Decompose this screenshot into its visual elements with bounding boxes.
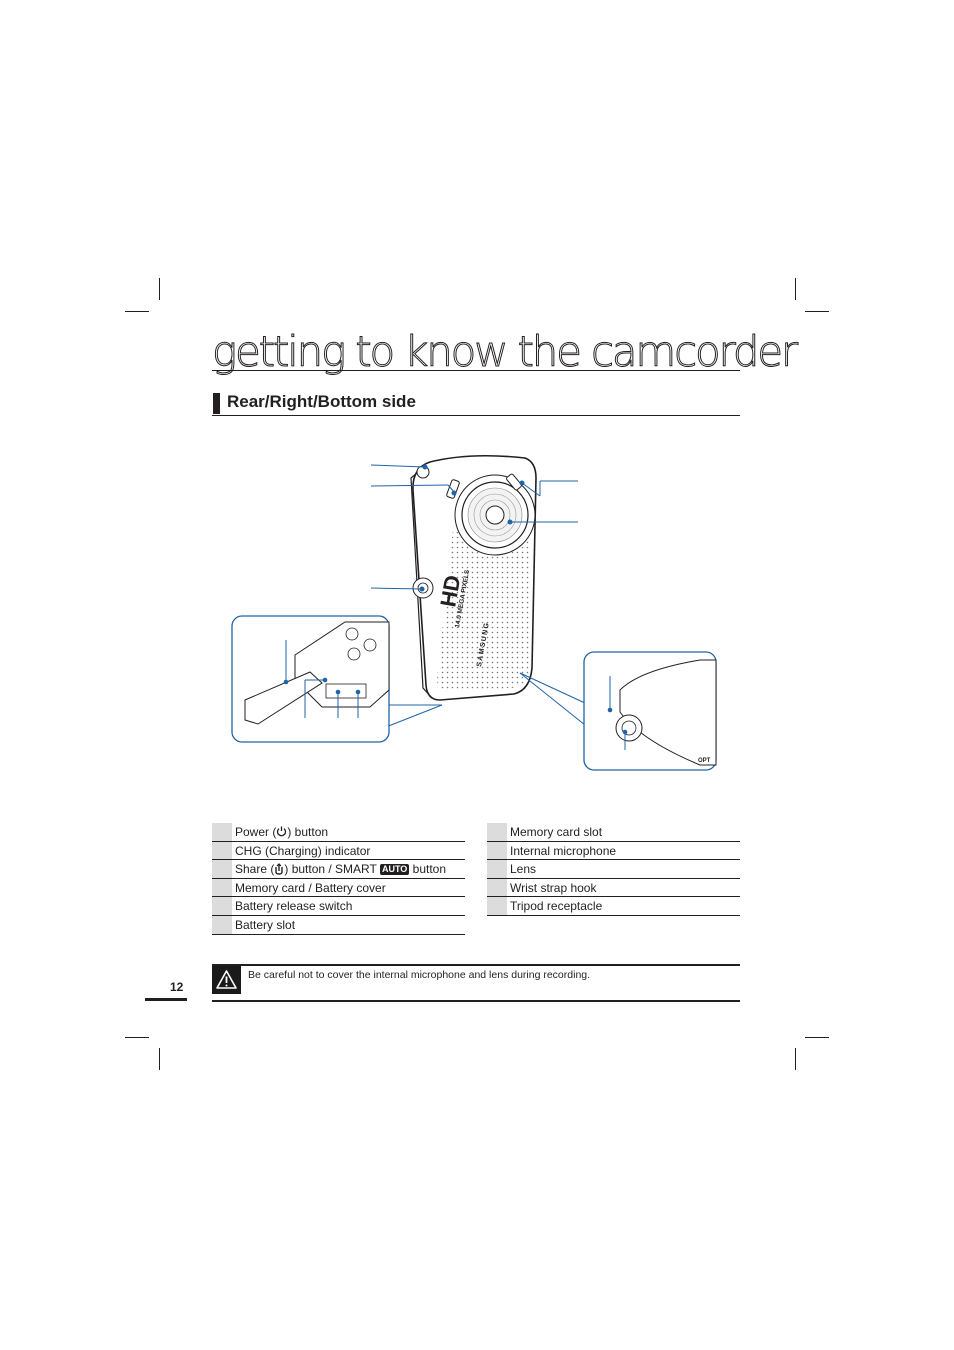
item-label: button bbox=[409, 862, 447, 877]
item-label: Memory card slot bbox=[510, 825, 603, 839]
item-label: Battery slot bbox=[235, 917, 296, 932]
bottom-inset: OPT bbox=[583, 651, 717, 771]
section-rule bbox=[212, 415, 740, 416]
item-label: CHG (Charging) indicator bbox=[235, 843, 371, 858]
item-number-box bbox=[487, 860, 507, 878]
hd-logo: HD bbox=[435, 573, 465, 609]
auto-badge: AUTO bbox=[379, 864, 410, 876]
item-number-box bbox=[487, 897, 507, 915]
list-item: Memory card / Battery cover bbox=[212, 878, 465, 898]
share-icon bbox=[275, 863, 284, 875]
item-label: ) button bbox=[287, 825, 329, 839]
item-label: Share ( bbox=[235, 862, 275, 877]
list-item: Share ( ) button / SMART AUTO button bbox=[212, 860, 465, 879]
item-number-box bbox=[212, 897, 232, 915]
item-label: Memory card / Battery cover bbox=[235, 880, 386, 895]
list-item: Lens bbox=[487, 860, 740, 879]
svg-text:OPT: OPT bbox=[698, 758, 711, 764]
item-number-box bbox=[212, 878, 232, 897]
page-number: 12 bbox=[170, 980, 184, 994]
item-number-box bbox=[212, 860, 232, 878]
section-title: Rear/Right/Bottom side bbox=[227, 392, 416, 411]
callout-lines bbox=[370, 464, 586, 728]
list-item: Memory card slot bbox=[487, 823, 740, 842]
item-label: Lens bbox=[510, 862, 537, 877]
list-item: Battery release switch bbox=[212, 897, 465, 916]
item-number-box bbox=[212, 841, 232, 860]
note-rule-top bbox=[212, 964, 740, 966]
list-item: Wrist strap hook bbox=[487, 878, 740, 898]
list-item: Battery slot bbox=[212, 915, 465, 935]
power-icon bbox=[277, 826, 287, 837]
section-marker bbox=[213, 393, 220, 414]
item-number-box bbox=[487, 878, 507, 897]
item-number-box bbox=[212, 915, 232, 934]
item-label: Power ( bbox=[235, 825, 277, 839]
item-number-box bbox=[487, 823, 507, 841]
camcorder-body bbox=[410, 454, 537, 701]
list-item: Power ( ) button bbox=[212, 823, 465, 842]
parts-list-right: Memory card slot Internal microphone Len… bbox=[487, 823, 740, 916]
callout-dots bbox=[419, 464, 525, 592]
title-rule bbox=[212, 370, 740, 371]
item-number-box bbox=[212, 823, 232, 841]
page-number-rule bbox=[145, 998, 187, 1001]
list-item: Tripod receptacle bbox=[487, 897, 740, 916]
note-text: Be careful not to cover the internal mic… bbox=[248, 969, 591, 981]
list-item: CHG (Charging) indicator bbox=[212, 841, 465, 861]
item-label: Tripod receptacle bbox=[510, 899, 603, 914]
parts-list-left: Power ( ) button CHG (Charging) indicator… bbox=[212, 823, 465, 935]
item-label: ) button / SMART bbox=[284, 862, 380, 877]
note-rule-bottom bbox=[212, 1000, 740, 1002]
warning-icon bbox=[212, 966, 241, 994]
item-label: Wrist strap hook bbox=[510, 880, 597, 895]
item-label: Battery release switch bbox=[235, 899, 353, 914]
page-title: getting to know the camcorder bbox=[212, 327, 799, 376]
item-number-box bbox=[487, 841, 507, 860]
svg-text:HD: HD bbox=[435, 573, 465, 609]
battery-inset bbox=[231, 615, 390, 743]
list-item: Internal microphone bbox=[487, 841, 740, 861]
item-label: Internal microphone bbox=[510, 843, 617, 858]
